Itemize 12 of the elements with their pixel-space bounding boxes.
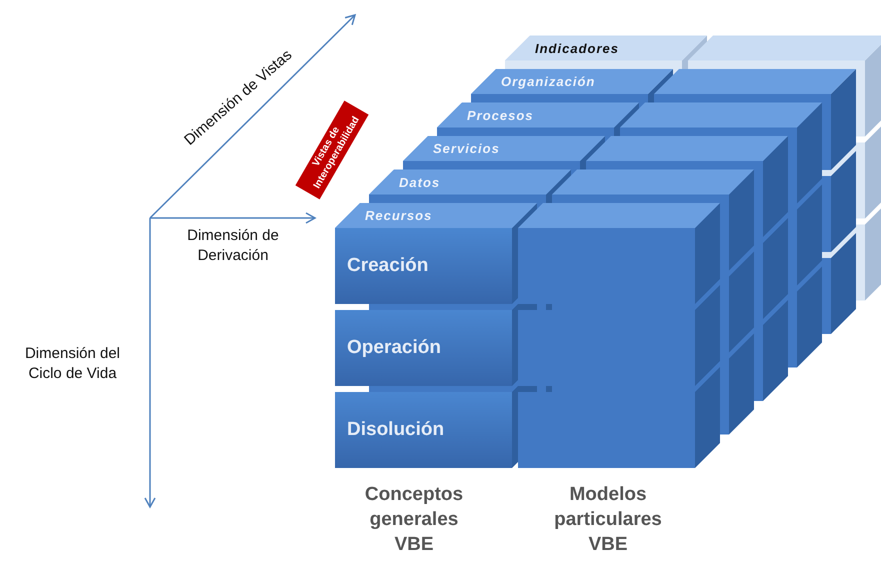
phase-block: Operación	[335, 310, 512, 386]
layer-block-top: Procesos	[437, 102, 639, 128]
axis-label: Dimensión del Ciclo de Vida	[24, 344, 122, 384]
phase-block: Creación	[335, 228, 512, 304]
column-label: Modelos particulares VBE	[553, 483, 663, 557]
column-label: Conceptos generales VBE	[364, 483, 464, 557]
layer-block-top: Organización	[471, 69, 673, 94]
layer-block-top: Recursos	[335, 203, 537, 228]
axis-label: Dimensión de Derivación	[186, 226, 280, 266]
layer-block-top: Servicios	[403, 136, 605, 161]
layer-block-top: Datos	[369, 170, 571, 194]
phase-block: Disolución	[335, 392, 512, 468]
